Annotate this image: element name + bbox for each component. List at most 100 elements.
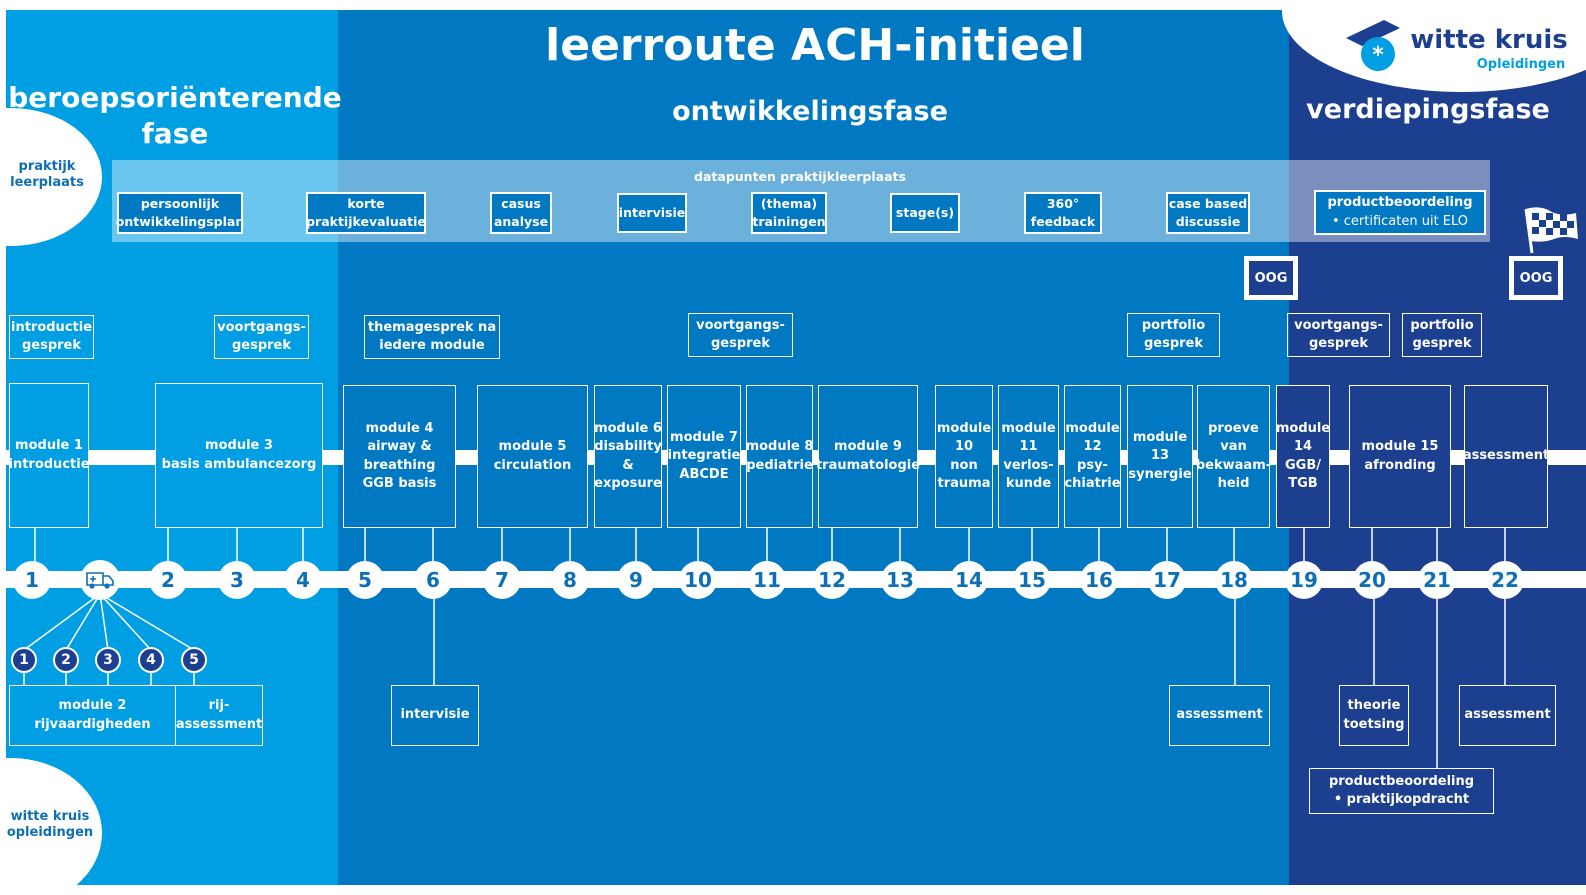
datapunt-case-based: case based discussie bbox=[1166, 192, 1250, 234]
conversation-text: voortgangs- bbox=[1294, 317, 1383, 333]
module-text: integratie bbox=[667, 448, 741, 464]
datapunt-text: feedback bbox=[1030, 214, 1096, 229]
sub-node: 2 bbox=[53, 647, 79, 673]
module-text: bekwaam- bbox=[1195, 457, 1272, 473]
conversation-text: voortgangs- bbox=[696, 317, 785, 333]
module-text: 12 bbox=[1083, 439, 1102, 455]
module-7: module 7 integratie ABCDE bbox=[667, 385, 741, 528]
datapunt-text: stage(s) bbox=[895, 204, 955, 220]
module-text: 11 bbox=[1019, 439, 1038, 455]
conversation-portfolio-1: portfolio gesprek bbox=[1127, 313, 1220, 357]
module-text: & bbox=[622, 457, 634, 473]
datapunt-trainingen: (thema) trainingen bbox=[751, 192, 827, 234]
module-text: non bbox=[950, 457, 978, 473]
module-text: module 4 bbox=[365, 421, 434, 437]
timeline-track bbox=[0, 571, 1586, 588]
timeline-node: 11 bbox=[748, 561, 786, 599]
module-3: module 3 basis ambulancezorg bbox=[155, 383, 323, 528]
conversation-text: portfolio bbox=[1141, 317, 1206, 333]
module-text: module 3 bbox=[205, 438, 273, 454]
logo-name: witte kruis bbox=[1410, 24, 1568, 55]
datapunt-text: ontwikkelingsplan bbox=[115, 214, 245, 229]
module-text: module bbox=[1001, 421, 1056, 437]
module-text: module 8 bbox=[745, 439, 814, 455]
timeline-node: 8 bbox=[551, 561, 589, 599]
module-text: disability bbox=[594, 439, 662, 455]
datapunt-text: (thema) bbox=[760, 195, 818, 211]
conversation-text: gesprek bbox=[21, 338, 82, 353]
intervisie-box: intervisie bbox=[391, 685, 479, 746]
timeline-node: 6 bbox=[414, 561, 452, 599]
module-text: proeve bbox=[1208, 421, 1259, 437]
phase1-line2: fase bbox=[141, 117, 209, 150]
datapunt-productbeoordeling: productbeoordeling • certificaten uit EL… bbox=[1314, 190, 1486, 235]
sub-node: 5 bbox=[181, 647, 207, 673]
module-13: module 13 synergie bbox=[1127, 385, 1193, 528]
module-12: module 12 psy- chiatrie bbox=[1064, 385, 1121, 528]
datapunt-stages: stage(s) bbox=[890, 193, 960, 233]
conversation-text: introductie bbox=[10, 319, 93, 335]
module-8: module 8 pediatrie bbox=[746, 385, 813, 528]
oog-badge: OOG bbox=[1509, 256, 1563, 300]
conversation-text: gesprek bbox=[231, 338, 292, 353]
module-2: module 2 rijvaardigheden bbox=[9, 685, 176, 746]
phase-title-verdieping: verdiepingsfase bbox=[1306, 94, 1550, 126]
praktijk-leerplaats-label: praktijk leerplaats bbox=[4, 154, 90, 196]
module-text: verlos- bbox=[1003, 457, 1054, 473]
sub-node: 4 bbox=[138, 647, 164, 673]
module-text: synergie bbox=[1128, 466, 1192, 482]
conversation-text: gesprek bbox=[1143, 336, 1204, 351]
datapunt-praktijkevaluatie: korte praktijkevaluatie bbox=[306, 192, 426, 234]
module-text: heid bbox=[1217, 475, 1250, 491]
module-9: module 9 traumatologie bbox=[815, 385, 921, 528]
timeline-node: 1 bbox=[13, 561, 51, 599]
module-text: traumatologie bbox=[815, 457, 921, 473]
conversation-text: themagesprek na bbox=[367, 319, 497, 335]
timeline-node: 5 bbox=[346, 561, 384, 599]
datapunt-360-feedback: 360° feedback bbox=[1024, 192, 1102, 234]
assessment-box-22: assessment bbox=[1459, 685, 1556, 746]
datapunt-text: productbeoordeling bbox=[1327, 194, 1473, 210]
module-text: module 5 bbox=[498, 439, 567, 455]
bottom-text: toetsing bbox=[1343, 716, 1405, 732]
timeline-node: 22 bbox=[1486, 561, 1524, 599]
conversation-text: gesprek bbox=[710, 336, 771, 351]
datapunt-intervisie: intervisie bbox=[617, 193, 687, 233]
module-text: ABCDE bbox=[679, 466, 729, 482]
timeline-node: 17 bbox=[1148, 561, 1186, 599]
bottom-text: intervisie bbox=[400, 707, 470, 723]
phase-title-beroepsorienterend: beroepsoriënterende fase bbox=[8, 76, 342, 156]
module-text: 10 bbox=[954, 439, 974, 455]
conversation-text: gesprek bbox=[1412, 336, 1472, 351]
sub-node: 3 bbox=[95, 647, 121, 673]
module-assessment: assessment bbox=[1463, 385, 1549, 528]
datapunt-text: praktijkevaluatie bbox=[306, 214, 426, 229]
module-text: module bbox=[1275, 421, 1331, 437]
datapunt-text: discussie bbox=[1175, 214, 1241, 229]
module-text: module 7 bbox=[670, 430, 738, 446]
timeline-node: 16 bbox=[1080, 561, 1118, 599]
timeline-node: 12 bbox=[813, 561, 851, 599]
module-11: module 11 verlos- kunde bbox=[998, 385, 1059, 528]
timeline-node: 13 bbox=[881, 561, 919, 599]
bottom-text: • praktijkopdracht bbox=[1333, 792, 1470, 807]
module-6: module 6 disability & exposure bbox=[594, 385, 662, 528]
productbeoordeling-box: productbeoordeling • praktijkopdracht bbox=[1309, 768, 1494, 814]
datapunt-text: korte bbox=[347, 195, 385, 211]
module-text: GGB basis bbox=[362, 475, 437, 491]
datapunt-text: trainingen bbox=[752, 214, 826, 229]
datapunt-text: persoonlijk bbox=[140, 195, 220, 211]
module-text: kunde bbox=[1005, 475, 1052, 491]
svg-text:*: * bbox=[1372, 43, 1384, 68]
datapunt-pop: persoonlijk ontwikkelingsplan bbox=[115, 192, 245, 234]
module-5: module 5 circulation bbox=[477, 385, 588, 528]
module-text: van bbox=[1220, 439, 1247, 455]
conversation-text: iedere module bbox=[379, 338, 485, 353]
timeline-node: 18 bbox=[1215, 561, 1253, 599]
module-text: introductie bbox=[8, 456, 90, 472]
sub-node: 1 bbox=[11, 647, 37, 673]
timeline-node: 19 bbox=[1285, 561, 1323, 599]
datapunt-casus-analyse: casus analyse bbox=[490, 192, 552, 234]
datapunt-text: intervisie bbox=[618, 204, 686, 220]
